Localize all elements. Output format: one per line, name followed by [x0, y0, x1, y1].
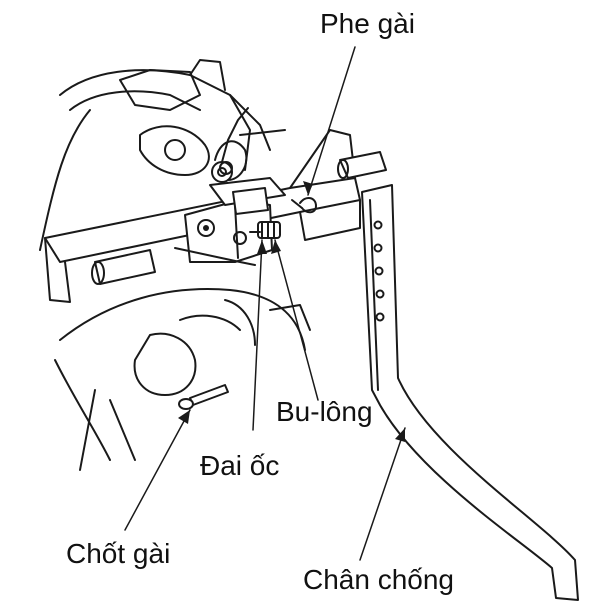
label-dai-oc: Đai ốc — [200, 450, 280, 481]
label-chan-chong: Chân chống — [303, 564, 455, 595]
stand-leg — [337, 151, 579, 601]
label-bu-long: Bu-lông — [276, 396, 373, 427]
leader-lines — [124, 46, 406, 561]
label-phe-gai: Phe gài — [320, 8, 415, 39]
mount-bracket — [174, 107, 286, 266]
cotter-pin — [291, 197, 317, 214]
bolt-nut — [249, 221, 281, 239]
label-chot-gai: Chốt gài — [66, 538, 171, 569]
wheel-area — [54, 288, 311, 471]
stand-pin — [178, 384, 229, 410]
